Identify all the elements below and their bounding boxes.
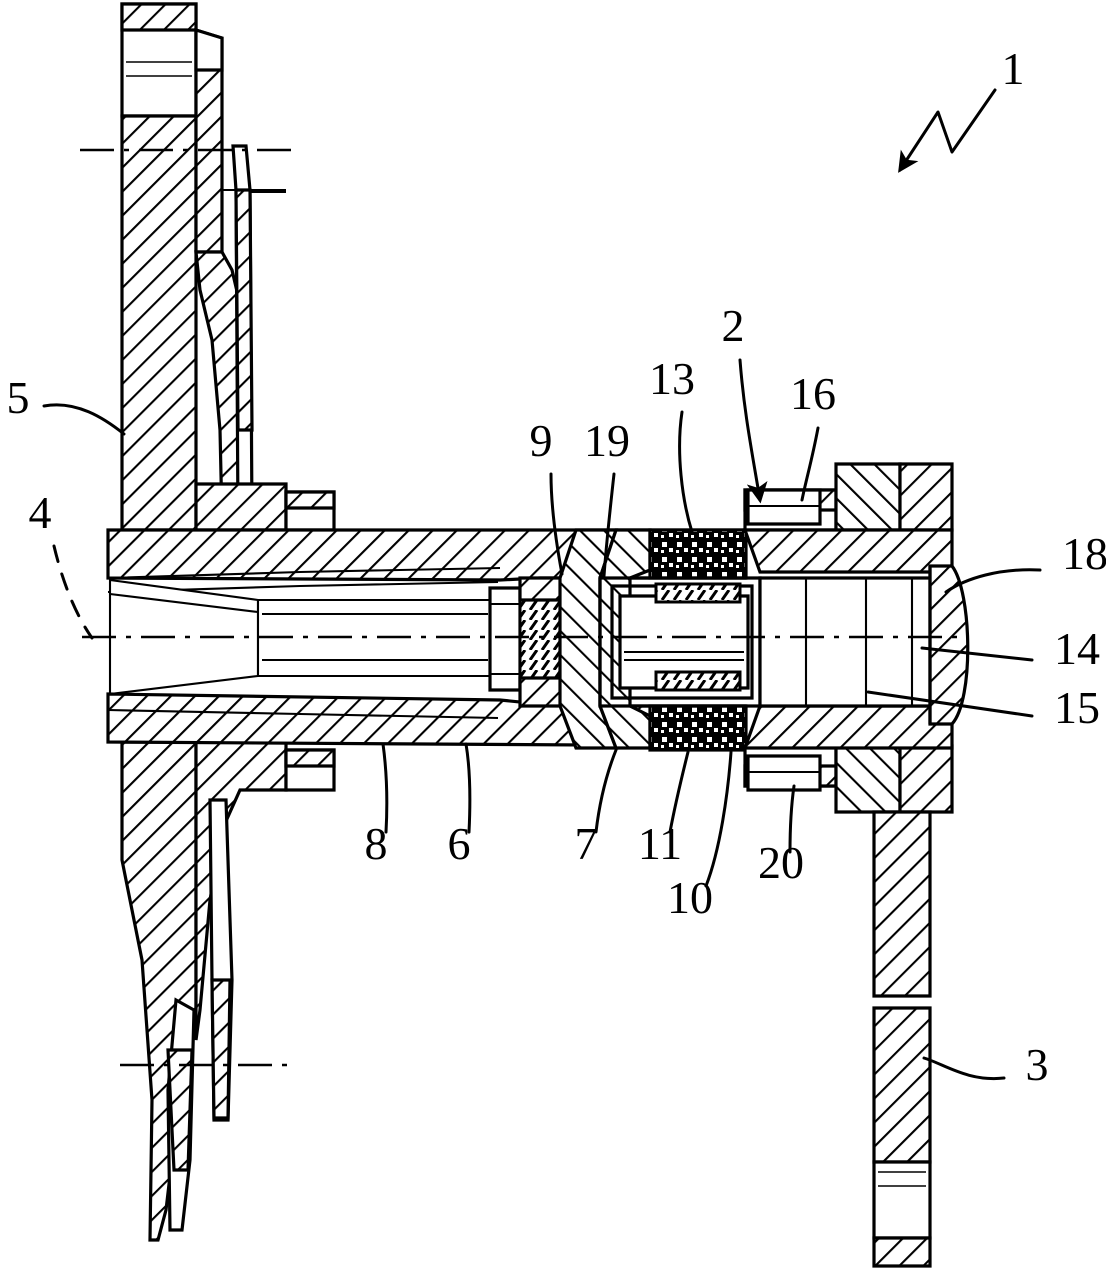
shaft-end: [758, 576, 942, 708]
callout-6: 6: [448, 818, 471, 869]
support-arm: [872, 810, 932, 1268]
callout-7: 7: [575, 818, 598, 869]
callout-2: 2: [722, 300, 745, 351]
callout-10: 10: [667, 872, 713, 923]
threaded-ring: [488, 576, 578, 708]
callout-3: 3: [1026, 1039, 1049, 1090]
leader-lines: [42, 88, 1042, 1081]
callout-15: 15: [1054, 682, 1100, 733]
callout-4: 4: [29, 487, 52, 538]
callout-1: 1: [1002, 43, 1025, 94]
callout-labels: 1 2 3 4 5 6 7 8 9 10 11 13 14 15 16 18 1…: [7, 43, 1106, 1090]
callout-19: 19: [584, 415, 630, 466]
elastomer-ring-lower: [648, 704, 748, 752]
rotation-axis: [80, 148, 960, 1067]
elastomer-ring-upper: [648, 528, 748, 580]
hollow-shaft: [108, 578, 492, 696]
impeller-hub: [120, 2, 336, 532]
callout-20: 20: [758, 837, 804, 888]
seal-unit: [598, 576, 762, 708]
callout-18: 18: [1062, 528, 1106, 579]
callout-9: 9: [530, 415, 553, 466]
callout-8: 8: [365, 818, 388, 869]
end-cap-rim: [928, 564, 970, 726]
callout-5: 5: [7, 372, 30, 423]
callout-16: 16: [790, 368, 836, 419]
impeller-hub-lower: [120, 740, 336, 1242]
callout-14: 14: [1054, 623, 1100, 674]
callout-13: 13: [649, 353, 695, 404]
callout-11: 11: [638, 818, 682, 869]
